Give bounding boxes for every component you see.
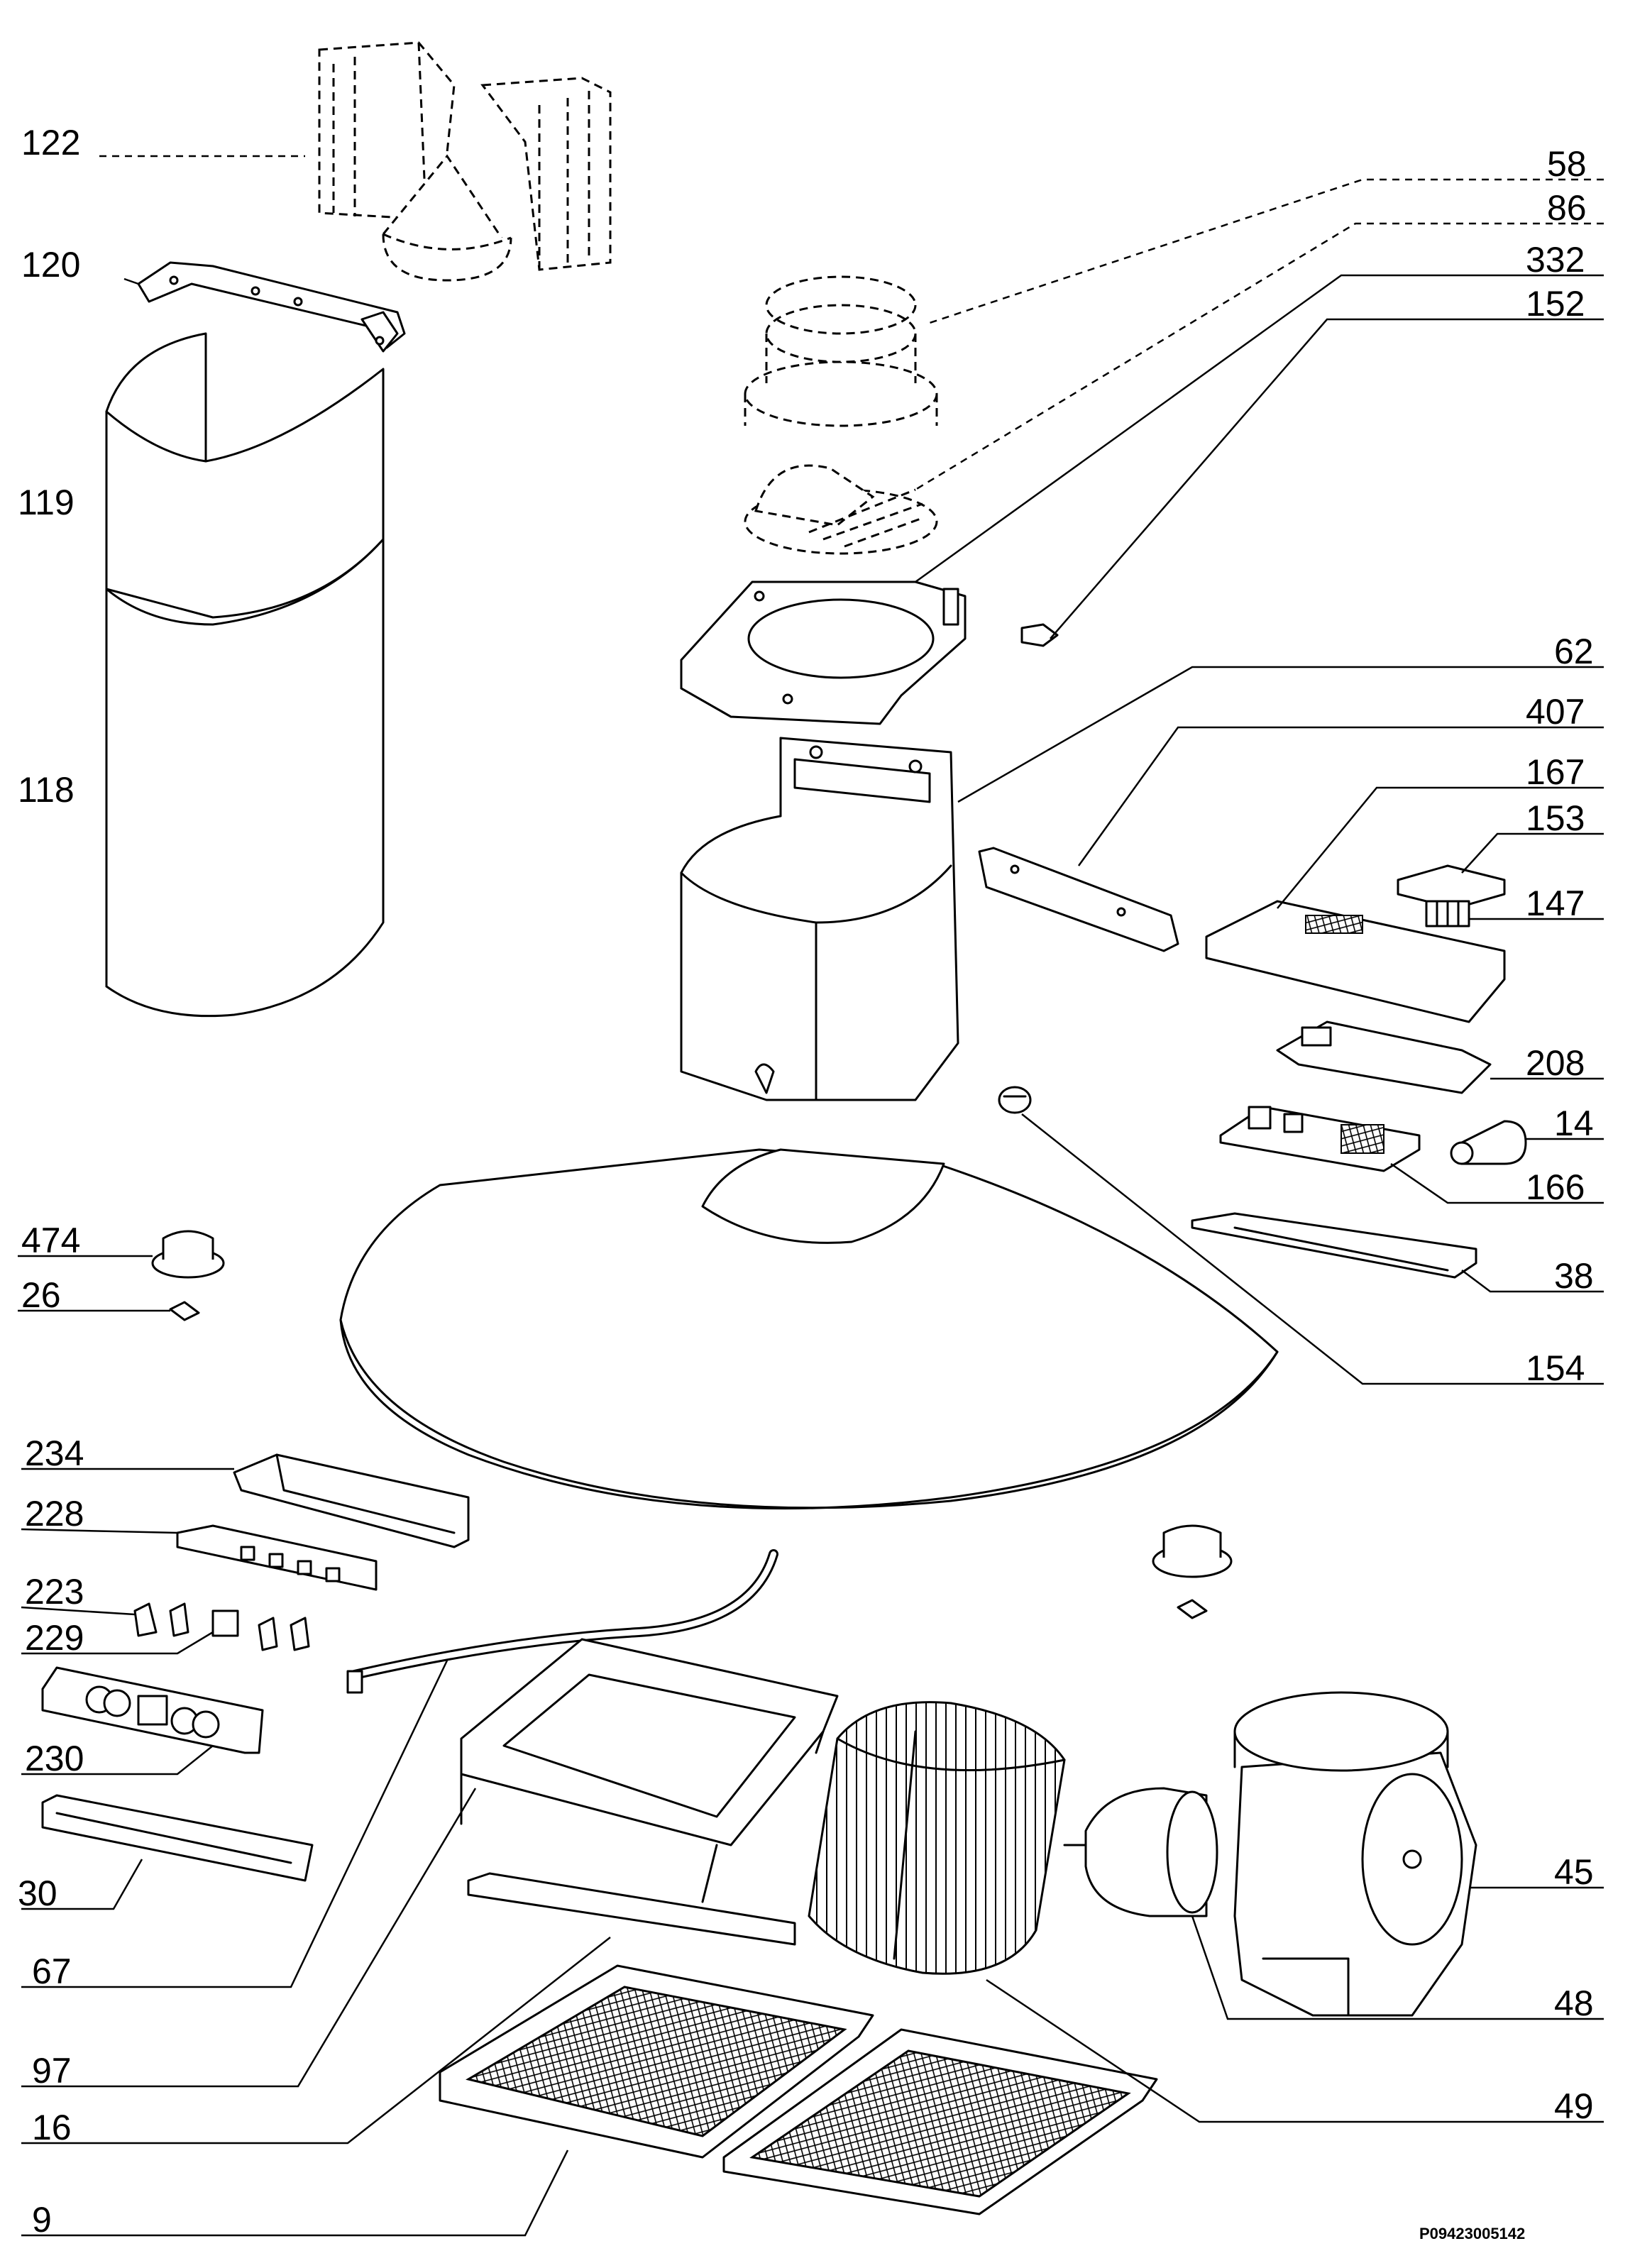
part-9-filter-left (439, 1964, 874, 2159)
leader-407 (1077, 726, 1604, 866)
label-62: 62 (1554, 632, 1594, 671)
leader-120 (123, 277, 139, 285)
leader-154 (1021, 1113, 1604, 1385)
leader-228 (21, 1528, 178, 1534)
label-120: 120 (21, 245, 80, 285)
part-407-rail (978, 847, 1179, 952)
leader-152 (1050, 318, 1604, 639)
leader-86 (915, 222, 1604, 491)
leader-97 (21, 1788, 477, 2088)
label-48: 48 (1554, 1983, 1594, 2023)
part-58-collar (744, 275, 938, 427)
label-119: 119 (18, 483, 75, 522)
label-167: 167 (1526, 752, 1585, 792)
part-147-terminal (1425, 900, 1470, 927)
leader-230 (21, 1745, 214, 1776)
leader-67 (21, 1660, 448, 1988)
label-118: 118 (18, 770, 75, 810)
label-26: 26 (21, 1275, 61, 1315)
label-58: 58 (1547, 144, 1587, 184)
part-332-top-plate (680, 580, 967, 725)
label-234: 234 (25, 1433, 84, 1473)
part-26-bulb (169, 1301, 200, 1321)
part-86-valve (744, 464, 938, 555)
label-152: 152 (1526, 284, 1585, 324)
label-38: 38 (1554, 1256, 1594, 1296)
part-38-box (1191, 1212, 1477, 1279)
label-154: 154 (1526, 1348, 1585, 1388)
leader-48 (1191, 1915, 1604, 2020)
label-474: 474 (21, 1221, 80, 1260)
label-122: 122 (21, 123, 80, 163)
label-45: 45 (1554, 1852, 1594, 1892)
label-30: 30 (18, 1873, 57, 1913)
part-14-capacitor (1450, 1120, 1527, 1165)
leader-9 (21, 2149, 569, 2237)
part-166-board (1219, 1106, 1421, 1172)
part-97-frame (460, 1638, 839, 1903)
label-223: 223 (25, 1572, 84, 1612)
label-332: 332 (1526, 240, 1585, 280)
label-228: 228 (25, 1494, 84, 1534)
leader-58 (929, 178, 1604, 324)
leader-38 (1461, 1270, 1604, 1293)
leader-62 (957, 666, 1604, 803)
part-67-cable (346, 1549, 778, 1694)
label-97: 97 (32, 2051, 72, 2091)
leader-16 (21, 1937, 611, 2145)
part-229-button (211, 1609, 239, 1637)
label-208: 208 (1526, 1043, 1585, 1083)
label-49: 49 (1554, 2086, 1594, 2126)
leader-49 (986, 1978, 1604, 2123)
part-228-switch-board (176, 1524, 378, 1591)
lamp-holder-right (1152, 1524, 1233, 1619)
hood-canopy (339, 1148, 1279, 1510)
label-153: 153 (1526, 798, 1585, 838)
part-labels: 122 120 119 118 58 86 332 152 62 407 167… (18, 123, 1594, 2242)
part-16-bar (467, 1872, 796, 1946)
part-48-motor (1063, 1787, 1218, 1917)
part-167-plate (1205, 900, 1506, 1023)
part-118-lower-chimney (105, 538, 385, 1018)
part-230-front-panel (41, 1666, 264, 1754)
leader-229 (21, 1631, 214, 1655)
label-86: 86 (1547, 188, 1587, 228)
label-16: 16 (32, 2108, 72, 2147)
label-147: 147 (1526, 883, 1585, 923)
part-62-housing (680, 737, 959, 1101)
part-234-switch-housing (233, 1453, 470, 1548)
part-223-knobs (133, 1602, 310, 1651)
label-407: 407 (1526, 692, 1585, 732)
leader-30 (21, 1859, 143, 1910)
part-122-duct-connector (318, 41, 612, 282)
drawing-code: P09423005142 (1419, 2225, 1525, 2242)
part-49-fan-wheel (808, 1701, 1066, 1975)
part-154-grommet (998, 1086, 1032, 1114)
leader-153 (1461, 832, 1604, 874)
part-30-trim (41, 1794, 314, 1882)
leader-lines (18, 155, 1604, 2237)
part-45-blower (1233, 1691, 1477, 2017)
leader-167 (1277, 786, 1604, 909)
label-67: 67 (32, 1952, 72, 1991)
leader-332 (915, 274, 1604, 583)
part-153-cover (1397, 864, 1506, 910)
part-152-clip (1020, 623, 1059, 647)
leader-166 (1390, 1162, 1604, 1204)
leader-223 (21, 1606, 136, 1616)
part-119-upper-chimney (105, 332, 385, 619)
part-9-filter-right (722, 2028, 1158, 2215)
label-9: 9 (32, 2200, 52, 2240)
label-14: 14 (1554, 1103, 1594, 1143)
label-230: 230 (25, 1739, 84, 1778)
label-229: 229 (25, 1618, 84, 1658)
label-166: 166 (1526, 1167, 1585, 1207)
part-208-transformer (1276, 1020, 1492, 1094)
part-120-bracket (137, 261, 406, 353)
part-474-lamp-holder (151, 1230, 225, 1279)
